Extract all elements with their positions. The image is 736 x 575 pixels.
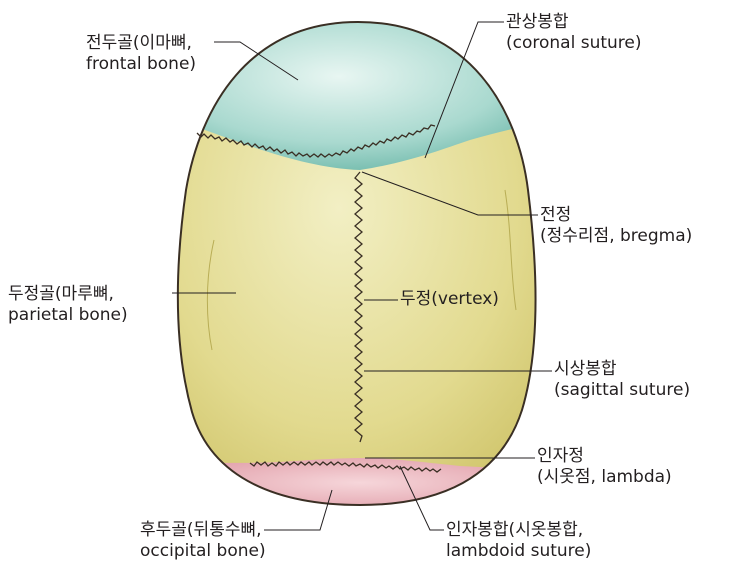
lambdoid-suture [249,461,442,473]
leader-lambdoid [399,465,444,531]
label-sagittal-line1: 시상봉합 [554,359,617,379]
label-lambdoid-line1: 인자봉합(시옷봉합, [446,520,584,540]
label-lambda-line2: (시옷점, lambda) [537,467,672,487]
label-lambdoid-line2: lambdoid suture) [446,541,592,561]
label-occipital-bone: 후두골(뒤통수뼈, occipital bone) [140,520,266,562]
coronal-suture [196,124,436,158]
label-frontal-bone: 전두골(이마뼈, frontal bone) [86,33,196,75]
leader-coronal [424,21,504,159]
label-frontal-line1: 전두골(이마뼈, [86,33,192,53]
label-vertex: 두정(vertex) [400,289,499,310]
label-coronal-line2: (coronal suture) [506,33,642,53]
skull-outline [176,20,537,507]
label-lambda-line1: 인자정 [537,446,584,466]
leader-occipital [264,489,333,531]
label-occipital-line1: 후두골(뒤통수뼈, [140,520,262,540]
label-lambda: 인자정 (시옷점, lambda) [537,446,672,488]
occipital-bone [177,458,536,505]
label-frontal-line2: frontal bone) [86,54,197,74]
surface-mark [206,239,215,351]
sagittal-suture [354,171,363,443]
label-bregma: 전정 (정수리점, bregma) [540,205,692,247]
label-parietal-bone: 두정골(마루뼈, parietal bone) [8,284,128,326]
label-coronal-line1: 관상봉합 [506,12,569,32]
label-occipital-line2: occipital bone) [140,541,266,561]
label-parietal-line1: 두정골(마루뼈, [8,284,114,304]
label-sagittal-suture: 시상봉합 (sagittal suture) [554,359,690,401]
surface-mark [504,189,517,311]
label-bregma-line1: 전정 [540,205,572,225]
label-lambdoid-suture: 인자봉합(시옷봉합, lambdoid suture) [446,520,591,562]
label-bregma-line2: (정수리점, bregma) [540,226,693,246]
leader-lines [172,21,552,531]
label-vertex-line1: 두정(vertex) [400,289,499,309]
label-parietal-line2: parietal bone) [8,305,128,325]
leader-frontal [214,41,299,81]
label-coronal-suture: 관상봉합 (coronal suture) [506,12,642,54]
label-sagittal-line2: (sagittal suture) [554,380,691,400]
leader-bregma [361,171,538,216]
